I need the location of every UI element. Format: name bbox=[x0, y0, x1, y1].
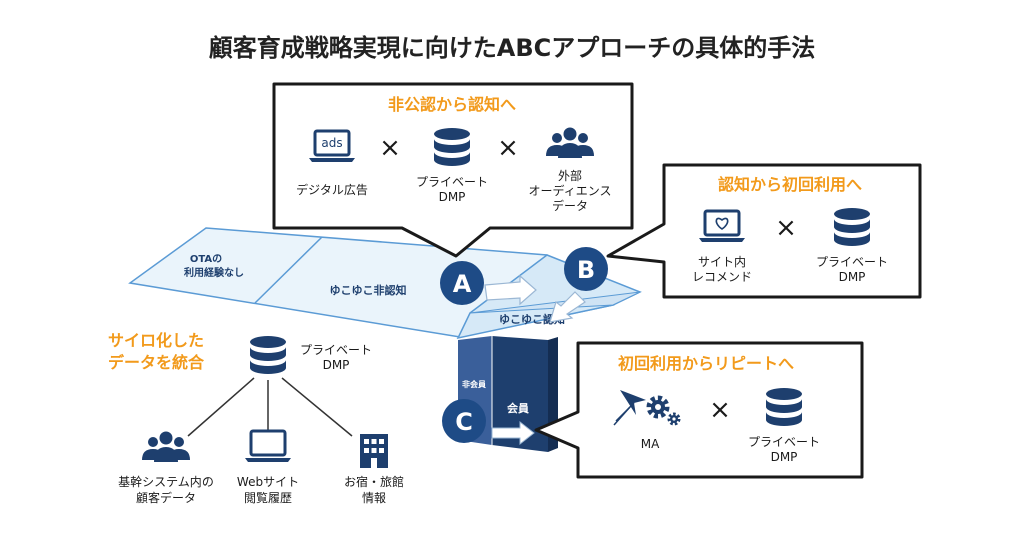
stage-label-aware: ゆこゆこ認知 bbox=[499, 312, 565, 326]
stage-label-non-member: 非会員 bbox=[462, 379, 486, 389]
database-icon bbox=[250, 336, 286, 374]
marketing-automation-icon bbox=[613, 390, 681, 426]
source-label-inn-info: お宿・旅館 bbox=[344, 474, 404, 489]
people-group-icon bbox=[142, 431, 190, 462]
item-label-private-dmp: DMP bbox=[839, 270, 866, 284]
source-label-web-history: 閲覧履歴 bbox=[244, 491, 292, 505]
laptop-icon bbox=[243, 429, 293, 464]
laptop-heart-icon bbox=[697, 209, 747, 244]
item-label-external-data: オーディエンス bbox=[529, 183, 612, 198]
item-label-external-data: データ bbox=[552, 198, 588, 213]
database-icon bbox=[834, 208, 870, 246]
callout-b-heading: 認知から初回利用へ bbox=[718, 175, 862, 194]
transition-arrows bbox=[484, 274, 586, 446]
item-label-site-recommend: サイト内 bbox=[698, 255, 746, 269]
svg-text:A: A bbox=[453, 270, 472, 298]
item-label-external-data: 外部 bbox=[558, 168, 582, 183]
operator-times: × bbox=[709, 395, 731, 425]
item-label-private-dmp: プライベート bbox=[816, 255, 888, 269]
item-label-site-recommend: レコメンド bbox=[692, 270, 752, 284]
ads-badge: ads bbox=[321, 136, 342, 150]
svg-text:B: B bbox=[577, 256, 595, 284]
callout-c bbox=[534, 341, 864, 479]
item-label-digital-ad: デジタル広告 bbox=[296, 182, 368, 197]
item-label-private-dmp: プライベート bbox=[416, 175, 488, 189]
item-label-private-dmp: DMP bbox=[439, 190, 466, 204]
operator-times: × bbox=[775, 213, 797, 243]
stage-label-member: 会員 bbox=[507, 401, 529, 415]
integration-heading-line2: データを統合 bbox=[108, 353, 205, 372]
callout-c-heading: 初回利用からリピートへ bbox=[618, 354, 794, 373]
source-label-core-system: 基幹システム内の bbox=[118, 474, 214, 489]
item-label-private-dmp: DMP bbox=[771, 450, 798, 464]
svg-text:C: C bbox=[455, 408, 473, 436]
integration-heading-line1: サイロ化した bbox=[108, 331, 204, 350]
callout-b bbox=[606, 163, 922, 299]
source-label-inn-info: 情報 bbox=[362, 491, 386, 505]
operator-times: × bbox=[497, 133, 519, 163]
operator-times: × bbox=[379, 133, 401, 163]
source-label-core-system: 顧客データ bbox=[136, 490, 196, 505]
item-label-ma: MA bbox=[641, 437, 660, 451]
source-label-web-history: Webサイト bbox=[237, 475, 299, 489]
stage-label-ota-line2: 利用経験なし bbox=[184, 266, 244, 279]
marker-a: A bbox=[440, 261, 484, 305]
marker-b: B bbox=[564, 247, 608, 291]
item-label-private-dmp: プライベート bbox=[748, 435, 820, 449]
database-icon bbox=[766, 388, 802, 426]
integration-connectors bbox=[187, 377, 353, 437]
stage-label-not-aware: ゆこゆこ非認知 bbox=[330, 283, 407, 297]
hub-label: DMP bbox=[323, 358, 350, 372]
building-icon bbox=[360, 434, 388, 468]
laptop-ads-icon: ads bbox=[307, 129, 357, 164]
callout-a bbox=[272, 82, 634, 258]
stage-label-ota-line1: OTAの bbox=[190, 254, 222, 265]
callout-a-heading: 非公認から認知へ bbox=[388, 95, 516, 114]
hub-label: プライベート bbox=[300, 343, 372, 357]
database-icon bbox=[434, 128, 470, 166]
page-title: 顧客育成戦略実現に向けたABCアプローチの具体的手法 bbox=[209, 34, 815, 62]
marker-c: C bbox=[442, 399, 486, 443]
